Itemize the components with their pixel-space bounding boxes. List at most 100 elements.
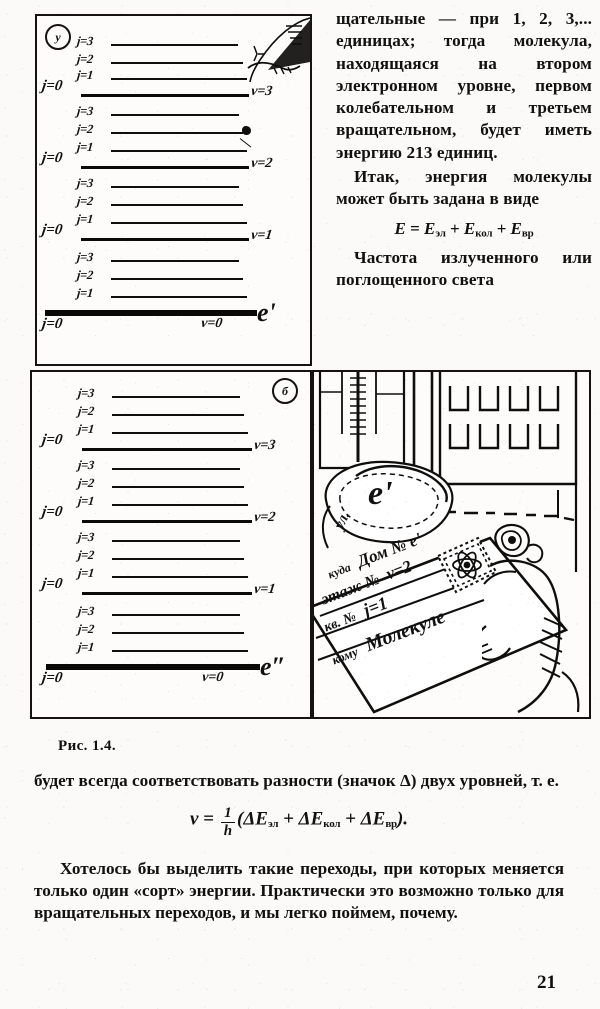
right-text-column: щательные — при 1, 2, 3,... единицах; то… <box>336 8 592 291</box>
v-label: v=0 <box>201 670 225 685</box>
atom-stamp-icon <box>434 534 500 596</box>
formula-fraction: 1 h <box>220 806 236 839</box>
panel-b-marker: б <box>272 378 298 404</box>
j-level-line <box>111 204 243 206</box>
electronic-state-label: e' <box>257 298 276 327</box>
j-label: j=2 <box>77 548 95 562</box>
j-label: j=3 <box>76 104 94 118</box>
bottom-paragraph-1: будет всегда соответствовать разности (з… <box>34 771 559 790</box>
postman-figure <box>482 522 587 715</box>
j-level-line <box>112 632 244 634</box>
formula-open: (Δ <box>237 809 256 831</box>
formula-numerator: 1 <box>220 806 236 823</box>
j-label: j=1 <box>76 68 94 82</box>
v-level-line <box>81 94 249 97</box>
j-label: j=3 <box>76 250 94 264</box>
j-level-line <box>111 78 247 80</box>
figure-1-4: у j=3 j=2 j=1 j=0 v=3 j=3 j=2 j=1 <box>30 14 591 754</box>
j-level-line <box>111 260 239 262</box>
electronic-ground-line <box>45 310 257 316</box>
j-label: j=2 <box>77 404 95 418</box>
j-label: j=3 <box>77 604 95 618</box>
j-level-line <box>112 468 240 470</box>
v-label: v=1 <box>250 228 274 243</box>
j-level-line <box>111 132 243 134</box>
j-zero-label: j=0 <box>40 316 64 332</box>
j-level-line <box>112 396 240 398</box>
v-level-line <box>82 520 252 523</box>
formula-e3: E <box>372 809 386 831</box>
j-label: j=3 <box>76 34 94 48</box>
street-sign <box>316 454 466 584</box>
j-label: j=2 <box>76 122 94 136</box>
j-label: j=2 <box>76 268 94 282</box>
j-label: j=1 <box>77 494 95 508</box>
v-level-line <box>82 448 252 451</box>
j-label: j=1 <box>76 140 94 154</box>
v-label: v=3 <box>250 84 274 99</box>
j-level-line <box>112 614 240 616</box>
energy-formula-sub-kol: кол <box>475 227 493 240</box>
j-label: j=2 <box>76 194 94 208</box>
formula-sub-kol: кол <box>323 818 341 831</box>
building-background <box>314 372 587 715</box>
j-label: j=3 <box>77 458 95 472</box>
formula-sub-el: эл <box>267 818 279 831</box>
j-level-line <box>112 486 244 488</box>
j-label: j=3 <box>77 530 95 544</box>
street-sign-label: e' <box>368 475 393 512</box>
j-label: j=2 <box>77 622 95 636</box>
j-label: j=1 <box>76 286 94 300</box>
v-label: v=2 <box>250 156 274 171</box>
bottom-text-block: будет всегда соответствовать разности (з… <box>34 770 564 925</box>
formula-sub-vr: вр <box>385 818 397 831</box>
j-zero-label: j=0 <box>40 222 64 238</box>
j-zero-label: j=0 <box>40 150 64 166</box>
v-level-line <box>81 166 249 169</box>
corner-doodle-sketch <box>224 16 310 82</box>
right-paragraph-1: щательные — при 1, 2, 3,... единицах; то… <box>336 9 592 162</box>
j-label: j=1 <box>76 212 94 226</box>
illustration-panel: e' ул. <box>312 370 591 719</box>
formula-nu: ν <box>189 809 199 831</box>
j-level-line <box>111 114 239 116</box>
j-label: j=2 <box>77 476 95 490</box>
frequency-formula: ν = 1 h (ΔEэл + ΔEкол + ΔEвр). <box>34 806 564 839</box>
formula-close: ). <box>396 809 409 831</box>
right-paragraph-3: Частота излученного или поглощенного све… <box>336 247 592 290</box>
j-level-line <box>111 278 243 280</box>
energy-formula-plus-1: + E <box>445 219 476 239</box>
v-label: v=0 <box>200 316 224 331</box>
figure-caption: Рис. 1.4. <box>58 738 117 754</box>
formula-e1: E <box>255 809 268 831</box>
v-label: v=1 <box>253 582 277 597</box>
j-zero-label: j=0 <box>40 576 64 592</box>
energy-formula-sub-vr: вр <box>521 227 534 240</box>
molecule-dot-marker <box>242 126 251 135</box>
j-zero-label: j=0 <box>40 78 64 94</box>
j-level-line <box>112 414 244 416</box>
j-zero-label: j=0 <box>40 504 64 520</box>
formula-denominator: h <box>223 822 233 839</box>
energy-formula-lhs: E = E <box>394 219 436 239</box>
j-label: j=2 <box>76 52 94 66</box>
formula-equals: = <box>203 809 214 831</box>
j-zero-label: j=0 <box>40 432 64 448</box>
j-level-line <box>112 576 248 578</box>
j-label: j=1 <box>77 566 95 580</box>
molecule-dot-pointer <box>239 138 252 148</box>
j-level-line <box>112 650 248 652</box>
page-number: 21 <box>537 972 556 993</box>
j-label: j=1 <box>77 422 95 436</box>
j-level-line <box>111 222 247 224</box>
j-level-line <box>112 540 240 542</box>
j-level-line <box>111 186 239 188</box>
v-label: v=3 <box>253 438 277 453</box>
formula-e2: E <box>310 809 324 831</box>
j-label: j=1 <box>77 640 95 654</box>
formula-plus-1: + Δ <box>278 809 311 831</box>
j-zero-label: j=0 <box>40 670 64 686</box>
j-level-line <box>111 296 247 298</box>
j-level-line <box>111 44 238 46</box>
energy-diagram-panel-b: б j=3 j=2 j=1 j=0 v=3 j=3 j=2 j=1 j=0 v=… <box>30 370 312 719</box>
